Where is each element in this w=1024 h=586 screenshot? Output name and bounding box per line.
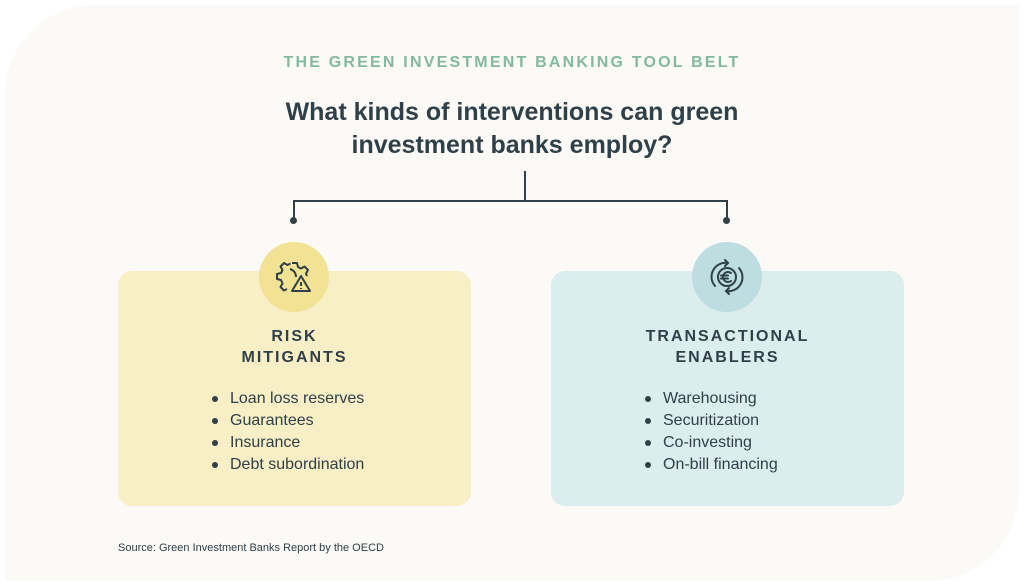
connector-stem (524, 171, 526, 201)
source-note: Source: Green Investment Banks Report by… (118, 542, 384, 554)
title-line: investment banks employ? (351, 131, 673, 159)
transactional-enablers-box: TRANSACTIONAL ENABLERS Warehousing Secur… (551, 271, 904, 506)
list-item: Insurance (212, 432, 364, 454)
gear-warning-icon (259, 242, 329, 312)
list-item: Securitization (645, 410, 778, 432)
list-item: On-bill financing (645, 454, 778, 476)
euro-exchange-icon (692, 242, 762, 312)
title-line: What kinds of interventions can green (285, 98, 739, 126)
heading-line: TRANSACTIONAL (645, 328, 810, 345)
list-item: Debt subordination (212, 454, 364, 476)
connector-right-dot (723, 217, 730, 224)
risk-mitigants-list: Loan loss reserves Guarantees Insurance … (212, 388, 364, 476)
connector-horizontal (293, 200, 728, 202)
risk-mitigants-box: RISK MITIGANTS Loan loss reserves Guaran… (118, 271, 471, 506)
connector-left-drop (293, 200, 295, 220)
list-item: Guarantees (212, 410, 364, 432)
connector-left-dot (290, 217, 297, 224)
transactional-enablers-list: Warehousing Securitization Co-investing … (645, 388, 778, 476)
heading-line: ENABLERS (675, 349, 780, 366)
list-item: Co-investing (645, 432, 778, 454)
box-heading: RISK MITIGANTS (118, 326, 471, 368)
connector-right-drop (726, 200, 728, 220)
heading-line: MITIGANTS (241, 349, 348, 366)
main-question: What kinds of interventions can green in… (0, 96, 1024, 162)
heading-line: RISK (271, 328, 318, 345)
list-item: Loan loss reserves (212, 388, 364, 410)
list-item: Warehousing (645, 388, 778, 410)
box-heading: TRANSACTIONAL ENABLERS (551, 326, 904, 368)
kicker-title: THE GREEN INVESTMENT BANKING TOOL BELT (283, 54, 741, 71)
